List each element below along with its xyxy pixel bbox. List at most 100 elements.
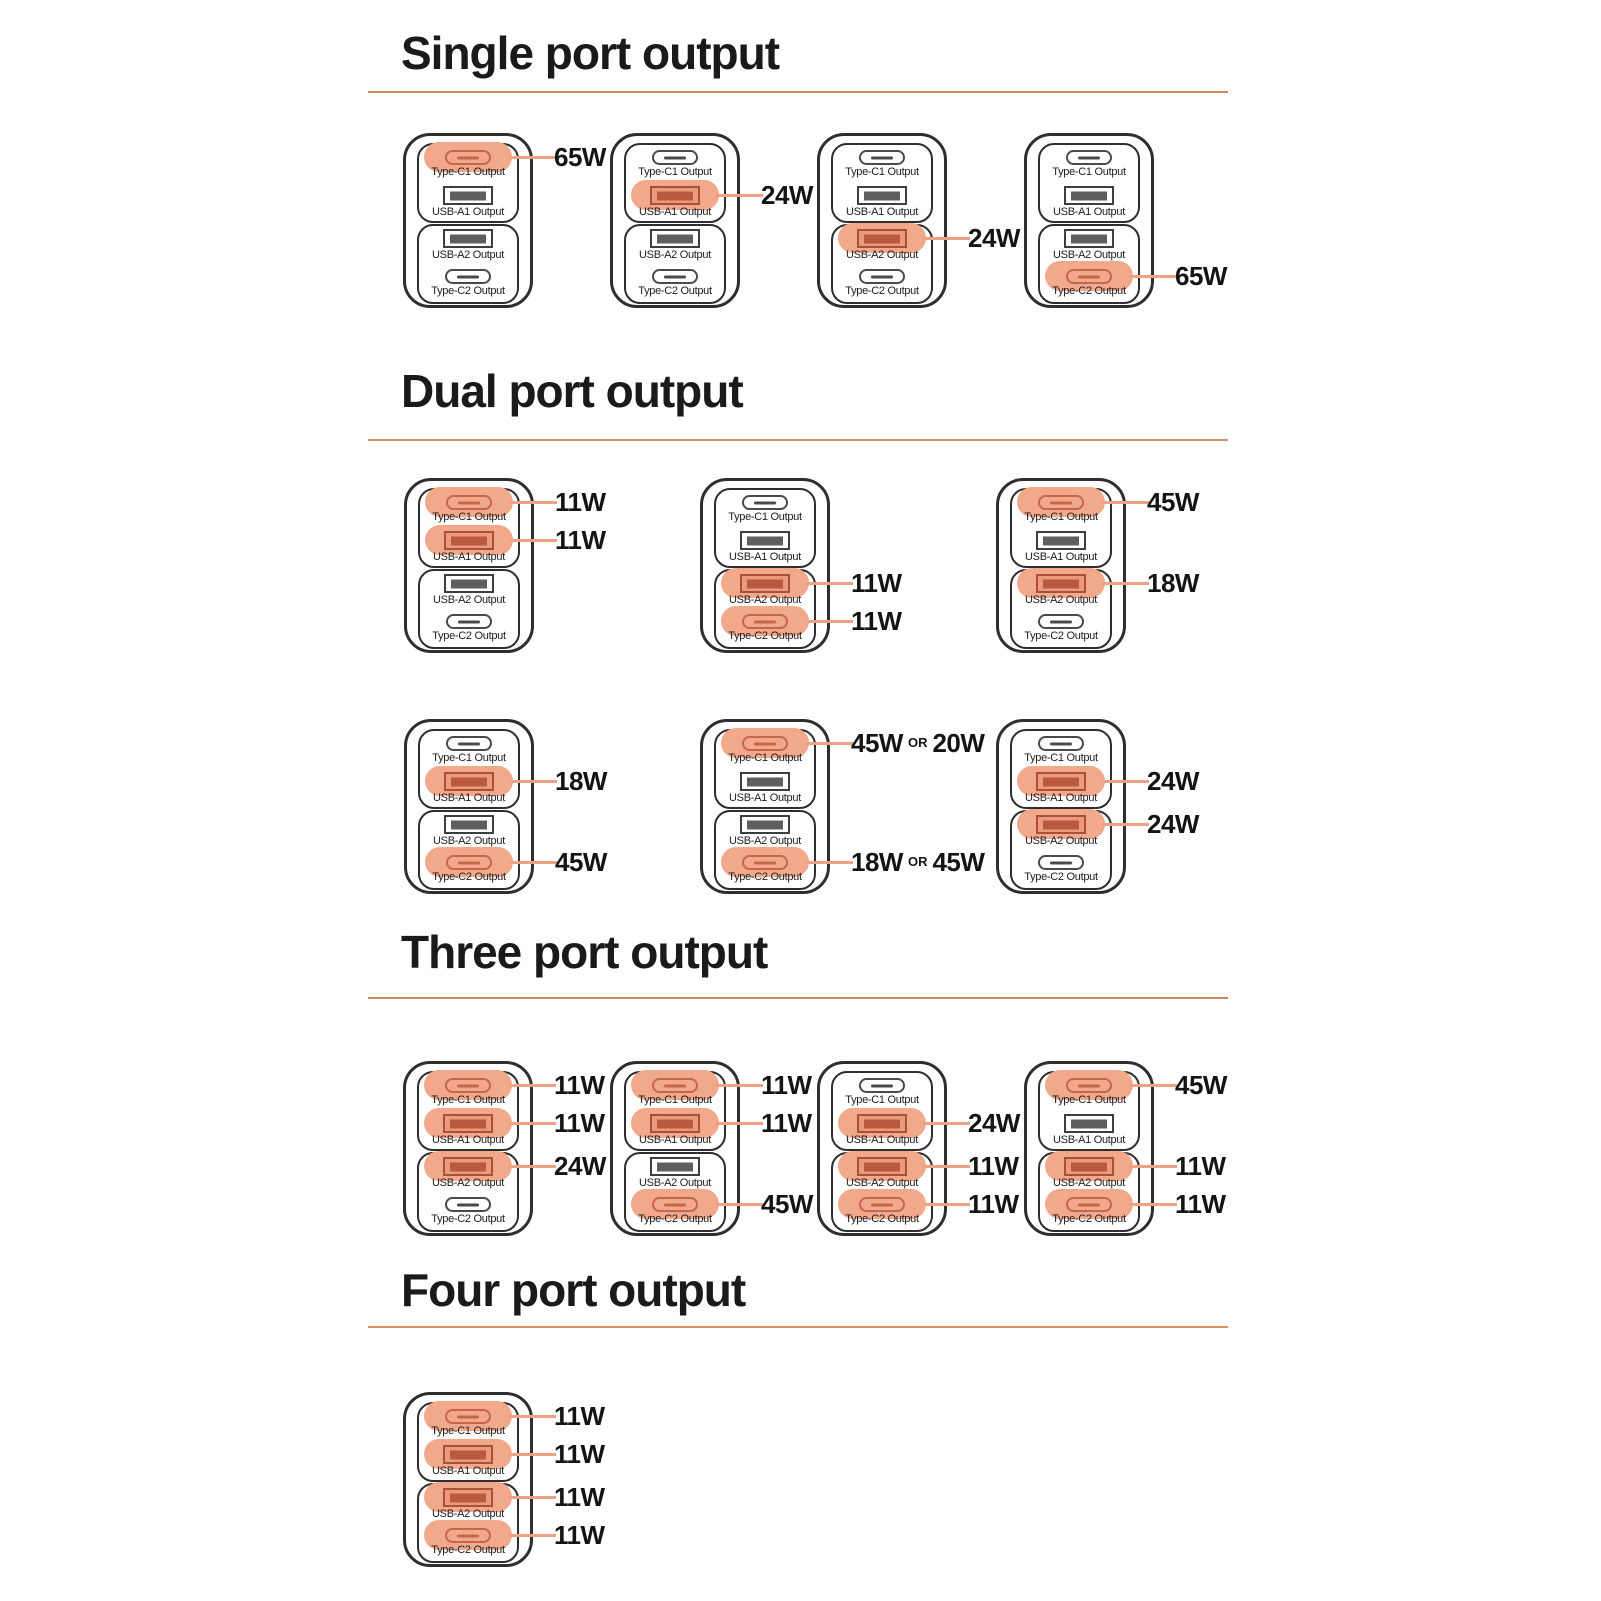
- type-c-pin-icon: [664, 1203, 686, 1206]
- type-c-port-icon: [445, 1078, 491, 1093]
- port-label: USB-A2 Output: [432, 249, 504, 261]
- callout-line: [508, 1415, 556, 1418]
- port-a2: USB-A2 Output: [1040, 226, 1138, 264]
- usb-a-pin-icon: [450, 1493, 486, 1502]
- watt-label: 11W: [554, 1522, 605, 1548]
- watt-label: 45W: [761, 1191, 813, 1217]
- port-a1: USB-A1 Output: [420, 525, 518, 566]
- watt-label: 24W: [761, 182, 813, 208]
- watt-label: 11W: [851, 570, 902, 596]
- port-c2: Type-C2 Output: [419, 264, 517, 302]
- watt-label: 11W: [554, 1484, 605, 1510]
- watt-label: 11W: [851, 608, 902, 634]
- port-label: Type-C1 Output: [638, 1094, 712, 1106]
- type-c-pin-icon: [871, 1203, 893, 1206]
- callout-line: [509, 501, 557, 504]
- watt-value: 11W: [1175, 1189, 1226, 1219]
- port-a2: USB-A2 Output: [716, 812, 814, 850]
- usb-a-port-icon: [1036, 531, 1086, 550]
- watt-label: 11W: [761, 1110, 812, 1136]
- watt-value: 11W: [555, 525, 606, 555]
- usb-a-pin-icon: [747, 820, 783, 829]
- port-a1: USB-A1 Output: [626, 1108, 724, 1149]
- port-label: USB-A2 Output: [639, 1177, 711, 1189]
- type-c-port-icon: [1066, 150, 1112, 165]
- port-c2: Type-C2 Output: [833, 264, 931, 302]
- port-label: Type-C1 Output: [431, 1425, 505, 1437]
- port-c1: Type-C1 Output: [419, 1401, 517, 1442]
- usb-a-pin-icon: [1071, 1162, 1107, 1171]
- watt-value: 45W: [851, 728, 903, 758]
- watt-value: 11W: [968, 1189, 1019, 1219]
- port-a1: USB-A1 Output: [716, 528, 814, 566]
- port-a1: USB-A1 Output: [1040, 1111, 1138, 1149]
- watt-label: 65W: [1175, 263, 1227, 289]
- type-c-port-icon: [859, 150, 905, 165]
- callout-line: [508, 1496, 556, 1499]
- port-label: Type-C1 Output: [1024, 752, 1098, 764]
- callout-line: [1129, 1084, 1177, 1087]
- usb-a-port-icon: [443, 1157, 493, 1176]
- watt-label: 24W: [554, 1153, 606, 1179]
- usb-a-pin-icon: [657, 234, 693, 243]
- port-a2: USB-A2 Output: [716, 568, 814, 609]
- watt-label: 24W: [968, 225, 1020, 251]
- callout-line: [508, 1084, 556, 1087]
- watt-label: 18W: [555, 768, 607, 794]
- port-label: Type-C1 Output: [1024, 511, 1098, 523]
- usb-a-port-icon: [1036, 772, 1086, 791]
- type-c-pin-icon: [1078, 1203, 1100, 1206]
- watt-value: 11W: [554, 1520, 605, 1550]
- type-c-pin-icon: [664, 156, 686, 159]
- type-c-pin-icon: [754, 501, 776, 504]
- port-a1: USB-A1 Output: [1012, 766, 1110, 807]
- type-c-port-icon: [445, 150, 491, 165]
- port-a2: USB-A2 Output: [420, 571, 518, 609]
- type-c-port-icon: [1066, 1078, 1112, 1093]
- type-c-pin-icon: [1078, 1084, 1100, 1087]
- callout-line: [922, 237, 970, 240]
- port-label: USB-A2 Output: [433, 835, 505, 847]
- port-label: Type-C2 Output: [432, 630, 506, 642]
- type-c-port-icon: [445, 1409, 491, 1424]
- port-label: USB-A1 Output: [729, 551, 801, 563]
- callout-line: [508, 1453, 556, 1456]
- watt-value: 11W: [851, 606, 902, 636]
- port-label: USB-A1 Output: [1053, 206, 1125, 218]
- usb-a-port-icon: [1064, 186, 1114, 205]
- type-c-pin-icon: [1050, 620, 1072, 623]
- port-label: Type-C2 Output: [638, 1213, 712, 1225]
- type-c-port-icon: [742, 614, 788, 629]
- watt-value: 45W: [1175, 1070, 1227, 1100]
- watt-label: 11W: [555, 527, 606, 553]
- type-c-port-icon: [1066, 269, 1112, 284]
- type-c-pin-icon: [457, 1203, 479, 1206]
- usb-a-port-icon: [857, 1157, 907, 1176]
- usb-a-port-icon: [444, 574, 494, 593]
- type-c-pin-icon: [754, 620, 776, 623]
- port-label: Type-C2 Output: [431, 1544, 505, 1556]
- port-a2: USB-A2 Output: [833, 223, 931, 264]
- port-c1: Type-C1 Output: [1040, 145, 1138, 183]
- usb-a-pin-icon: [1043, 820, 1079, 829]
- usb-a-pin-icon: [450, 234, 486, 243]
- port-label: Type-C1 Output: [431, 1094, 505, 1106]
- port-c1: Type-C1 Output: [420, 731, 518, 769]
- watt-label: 11W: [1175, 1191, 1226, 1217]
- or-separator: OR: [907, 734, 928, 750]
- port-c1: Type-C1 Output: [419, 1070, 517, 1111]
- watt-label: 11W: [554, 1072, 605, 1098]
- watt-value: 24W: [1147, 766, 1199, 796]
- callout-line: [922, 1165, 970, 1168]
- usb-a-port-icon: [857, 186, 907, 205]
- usb-a-pin-icon: [451, 536, 487, 545]
